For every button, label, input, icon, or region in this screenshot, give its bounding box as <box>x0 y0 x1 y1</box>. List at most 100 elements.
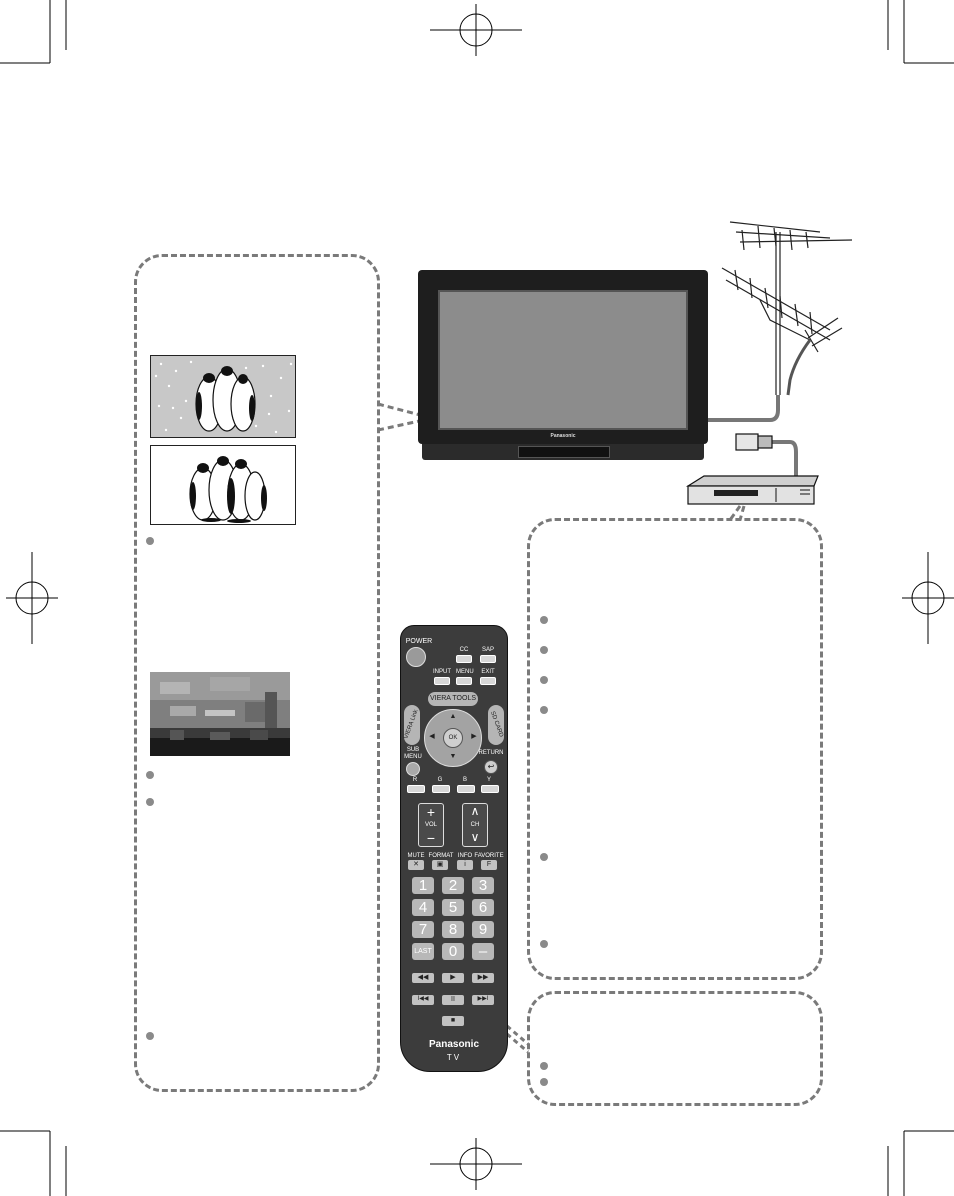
nav-left-icon[interactable]: ◀ <box>429 733 435 740</box>
input-label: INPUT <box>433 669 451 675</box>
mute-label: MUTE <box>407 853 425 859</box>
bullet <box>540 940 548 948</box>
digit-0-button[interactable]: 0 <box>442 943 464 960</box>
volume-rocker[interactable] <box>418 803 444 847</box>
stop-button[interactable]: ■ <box>442 1016 464 1026</box>
dash-button[interactable]: – <box>472 943 494 960</box>
digit-6-button[interactable]: 6 <box>472 899 494 916</box>
bullet <box>540 706 548 714</box>
bullet <box>540 676 548 684</box>
viera-tools-label: VIERA TOOLS <box>429 695 477 702</box>
remote-brand: Panasonic <box>428 1039 480 1050</box>
external-device-callout <box>527 518 823 980</box>
rewind-button[interactable]: ◀◀ <box>412 973 434 983</box>
color-label-g: G <box>437 777 443 783</box>
cc-label: CC <box>459 647 469 653</box>
power-label: POWER <box>405 638 433 645</box>
bullet <box>540 616 548 624</box>
viera-link-button[interactable] <box>404 705 420 745</box>
skip-back-button[interactable]: I◀◀ <box>412 995 434 1005</box>
bullet <box>540 853 548 861</box>
menu-label: MENU <box>456 669 474 675</box>
bullet <box>146 771 154 779</box>
yellow-button[interactable] <box>481 785 499 793</box>
channel-down-icon: ∨ <box>470 830 480 844</box>
favorite-label: FAVORITE <box>474 853 504 859</box>
vol-label: VOL <box>424 822 437 828</box>
favorite-button[interactable]: F <box>481 860 497 870</box>
digit-9-button[interactable]: 9 <box>472 921 494 938</box>
tv-screen <box>438 290 688 430</box>
digit-3-button[interactable]: 3 <box>472 877 494 894</box>
fast-forward-button[interactable]: ▶▶ <box>472 973 494 983</box>
ok-button[interactable] <box>443 728 463 748</box>
green-button[interactable] <box>432 785 450 793</box>
pixelated-picture-example <box>150 672 290 756</box>
exit-label: EXIT <box>481 669 495 675</box>
input-button[interactable] <box>434 677 450 685</box>
bullet <box>146 1032 154 1040</box>
ch-label: CH <box>470 822 480 828</box>
volume-up-icon: + <box>426 804 436 820</box>
format-icon: ▣ <box>436 861 444 868</box>
mute-button[interactable]: ✕ <box>408 860 424 870</box>
picture-quality-callout <box>134 254 380 1092</box>
volume-down-icon: − <box>426 830 436 846</box>
cc-button[interactable] <box>456 655 472 663</box>
digit-1-button[interactable]: 1 <box>412 877 434 894</box>
tv-brand-label: Panasonic <box>550 433 576 439</box>
nav-down-icon[interactable]: ▼ <box>449 753 457 760</box>
menu-button[interactable] <box>456 677 472 685</box>
red-button[interactable] <box>407 785 425 793</box>
digit-8-button[interactable]: 8 <box>442 921 464 938</box>
sd-card-button[interactable] <box>488 705 504 745</box>
skip-forward-button[interactable]: ▶▶I <box>472 995 494 1005</box>
digit-2-button[interactable]: 2 <box>442 877 464 894</box>
sub-menu-button[interactable] <box>406 762 420 776</box>
last-button[interactable]: LAST <box>412 943 434 960</box>
tv-control-panel <box>518 446 610 458</box>
nav-right-icon[interactable]: ▶ <box>471 733 477 740</box>
nav-up-icon[interactable]: ▲ <box>449 713 457 720</box>
info-label: INFO <box>457 853 473 859</box>
channel-up-icon: ∧ <box>470 804 480 818</box>
play-button[interactable]: ▶ <box>442 973 464 983</box>
sap-button[interactable] <box>480 655 496 663</box>
mute-icon: ✕ <box>413 861 419 868</box>
digit-4-button[interactable]: 4 <box>412 899 434 916</box>
remote-control: POWER CC SAP INPUT MENU EXIT VIERA TOOLS… <box>400 625 508 1072</box>
bullet <box>540 1062 548 1070</box>
return-icon: ↩ <box>487 762 495 771</box>
format-button[interactable]: ▣ <box>432 860 448 870</box>
color-label-r: R <box>412 777 418 783</box>
digit-5-button[interactable]: 5 <box>442 899 464 916</box>
bullet <box>146 537 154 545</box>
snowy-picture-example <box>150 355 296 438</box>
blue-button[interactable] <box>457 785 475 793</box>
pause-button[interactable]: II <box>442 995 464 1005</box>
bullet <box>540 646 548 654</box>
clear-picture-example <box>150 445 296 525</box>
power-button[interactable] <box>406 647 426 667</box>
format-label: FORMAT <box>428 853 454 859</box>
channel-rocker[interactable] <box>462 803 488 847</box>
digit-7-button[interactable]: 7 <box>412 921 434 938</box>
return-button[interactable] <box>484 760 498 774</box>
sub-menu-label: SUB MENU <box>404 747 422 760</box>
remote-model-label: TV <box>446 1053 462 1062</box>
info-button[interactable]: i <box>457 860 473 870</box>
remote-control-callout <box>527 991 823 1106</box>
return-label: RETURN <box>478 750 504 756</box>
tv-set: Panasonic <box>418 270 708 462</box>
ok-label: OK <box>448 735 458 741</box>
color-label-b: B <box>462 777 467 783</box>
viera-tools-button[interactable] <box>428 692 478 706</box>
color-label-y: Y <box>486 777 491 783</box>
bullet <box>540 1078 548 1086</box>
bullet <box>146 798 154 806</box>
exit-button[interactable] <box>480 677 496 685</box>
